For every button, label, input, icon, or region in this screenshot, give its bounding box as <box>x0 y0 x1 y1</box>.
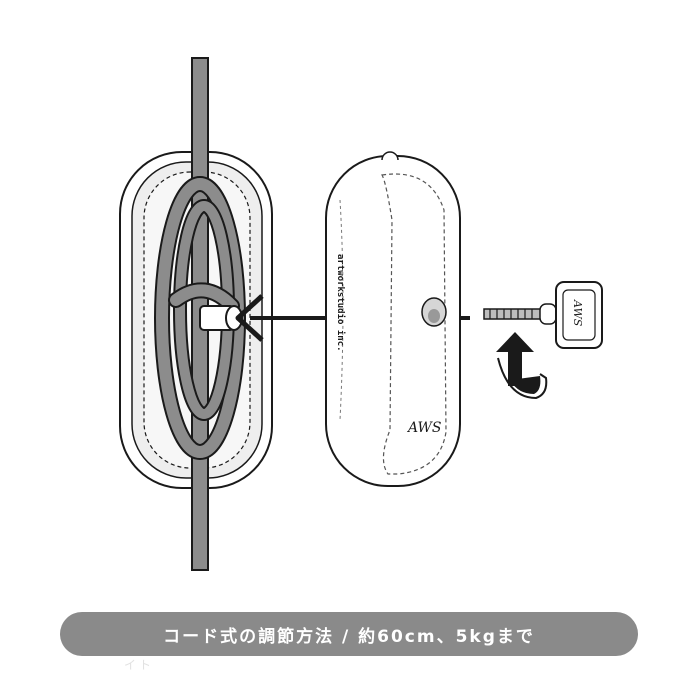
caption-bar: コード式の調節方法 / 約60cm、5kgまで <box>60 612 638 656</box>
housing-cover: artworkstudio inc. AWS <box>325 151 461 487</box>
logo-text: AWS <box>406 420 442 436</box>
key-handle-text: AWS <box>571 299 584 327</box>
brand-text: artworkstudio inc. <box>335 254 346 352</box>
thumb-screw: AWS <box>483 281 603 349</box>
screw-post <box>199 305 243 331</box>
caption-text: コード式の調節方法 / 約60cm、5kgまで <box>163 626 535 647</box>
rotate-arrow <box>496 332 548 400</box>
cord-adjuster-illustration: artworkstudio inc. AWS AWS <box>119 57 603 571</box>
faint-text: イト <box>124 658 155 672</box>
